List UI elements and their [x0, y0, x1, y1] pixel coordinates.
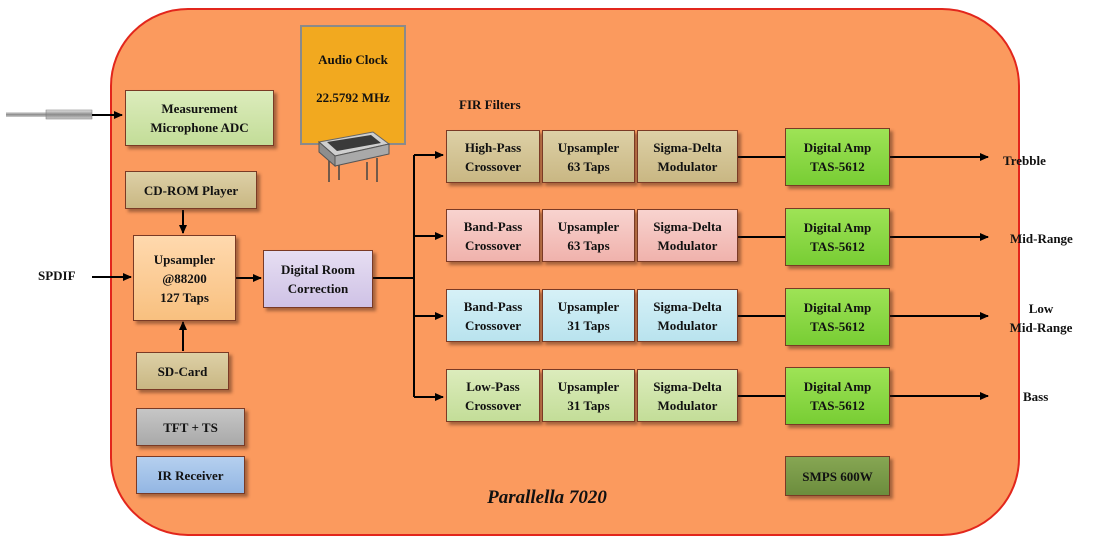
tft-block: TFT + TS: [136, 408, 245, 446]
digital-amp-block: Digital Amp TAS-5612: [785, 288, 890, 346]
digital-amp-block: Digital Amp TAS-5612: [785, 128, 890, 186]
digital-amp-block: Digital Amp TAS-5612: [785, 208, 890, 266]
crossover-block: Low-Pass Crossover: [446, 369, 540, 422]
sdcard-block: SD-Card: [136, 352, 229, 390]
fir-filters-label: FIR Filters: [459, 97, 521, 112]
upsampler-block: Upsampler 63 Taps: [542, 209, 635, 262]
spdif-label: SPDIF: [38, 268, 76, 283]
modulator-block: Sigma-Delta Modulator: [637, 369, 738, 422]
output-label: Trebble: [1003, 153, 1046, 168]
upsampler-block: Upsampler 31 Taps: [542, 289, 635, 342]
digital-amp-block: Digital Amp TAS-5612: [785, 367, 890, 425]
cdrom-block: CD-ROM Player: [125, 171, 257, 209]
modulator-block: Sigma-Delta Modulator: [637, 130, 738, 183]
crossover-block: Band-Pass Crossover: [446, 209, 540, 262]
clock-line1: Audio Clock: [318, 52, 388, 67]
clock-line2: 22.5792 MHz: [316, 90, 390, 105]
ir-receiver-block: IR Receiver: [136, 456, 245, 494]
upsampler-block: Upsampler 63 Taps: [542, 130, 635, 183]
crystal-oscillator-icon: [317, 131, 391, 182]
crossover-block: High-Pass Crossover: [446, 130, 540, 183]
upsampler-main-block: Upsampler @88200 127 Taps: [133, 235, 236, 321]
output-label: Bass: [1023, 389, 1049, 404]
upsampler-block: Upsampler 31 Taps: [542, 369, 635, 422]
output-label: Low Mid-Range: [1009, 301, 1073, 335]
modulator-block: Sigma-Delta Modulator: [637, 209, 738, 262]
microphone-icon: [6, 109, 93, 120]
drc-block: Digital Room Correction: [263, 250, 373, 308]
modulator-block: Sigma-Delta Modulator: [637, 289, 738, 342]
crossover-block: Band-Pass Crossover: [446, 289, 540, 342]
mic-adc-block: Measurement Microphone ADC: [125, 90, 274, 146]
smps-block: SMPS 600W: [785, 456, 890, 496]
board-title: Parallella 7020: [487, 487, 607, 508]
audio-clock-block: Audio Clock 22.5792 MHz: [300, 25, 406, 182]
output-label: Mid-Range: [1010, 231, 1073, 246]
